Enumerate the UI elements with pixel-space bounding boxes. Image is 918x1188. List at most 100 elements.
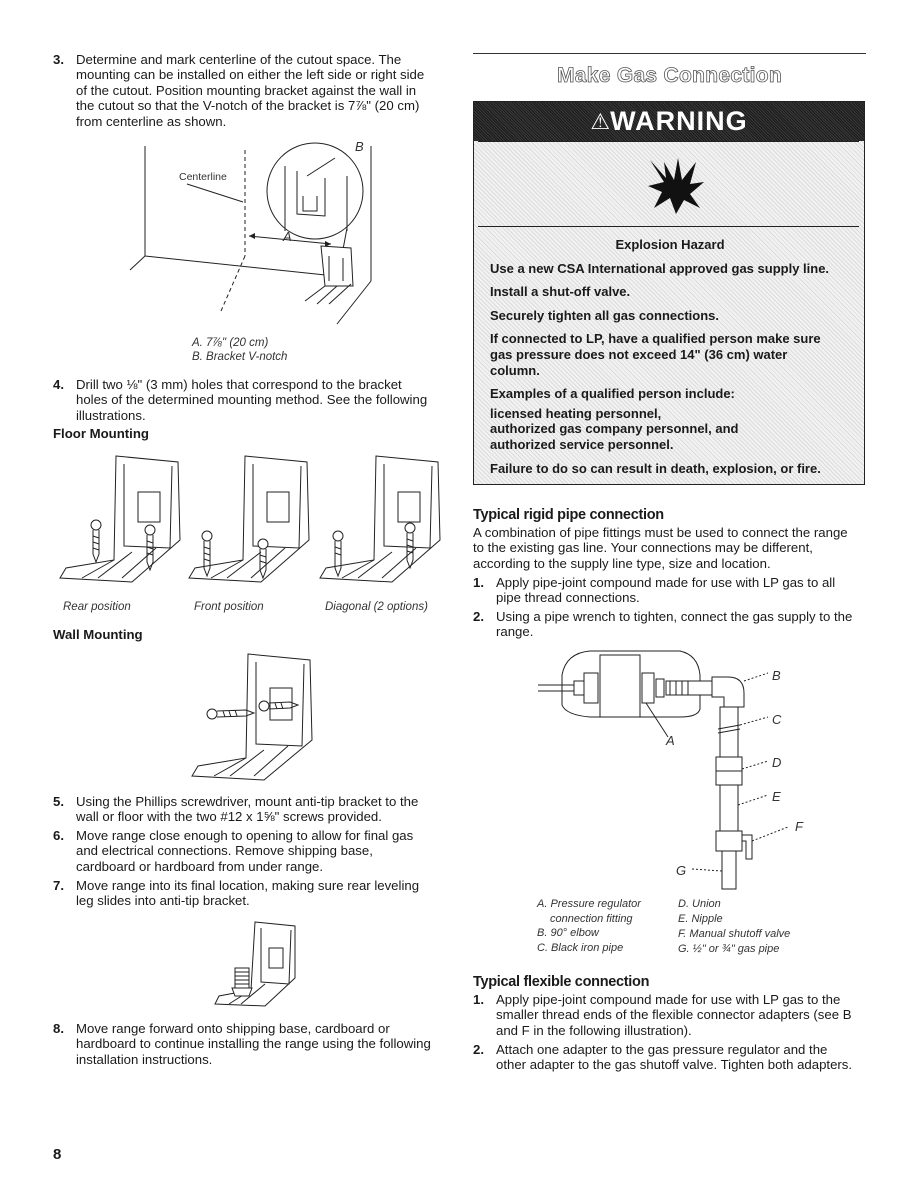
- step-line: cardboard or hardboard from under range.: [76, 858, 324, 874]
- page-number: 8: [53, 1146, 62, 1163]
- diagram-label-d: D: [772, 755, 782, 770]
- warning-header: ⚠WARNING: [474, 102, 864, 141]
- centerline-illustration: [129, 142, 372, 325]
- diagram-captions-left: A. Pressure regulator connection fitting…: [537, 897, 641, 955]
- caption-line: C. Black iron pipe: [537, 941, 624, 954]
- warning-line: Failure to do so can result in death, ex…: [490, 461, 850, 477]
- intro-line: A combination of pipe fittings must be u…: [473, 525, 848, 540]
- step-line: Using a pipe wrench to tighten, connect …: [496, 609, 853, 624]
- leveling-leg-illustration: [214, 921, 296, 1007]
- floor-caption-diagonal: Diagonal (2 options): [325, 601, 428, 613]
- warning-line: Examples of a qualified person include:: [490, 386, 850, 402]
- warning-line: licensed heating personnel, authorized g…: [490, 406, 850, 453]
- warning-hazard: Explosion Hazard: [615, 237, 725, 252]
- warning-line: Securely tighten all gas connections.: [490, 308, 850, 324]
- step-line: illustrations.: [76, 407, 146, 423]
- warning-triangle-icon: ⚠: [590, 109, 611, 134]
- caption-line: G. ½" or ¾" gas pipe: [678, 943, 780, 955]
- floor-mounting-heading: Floor Mounting: [53, 426, 149, 441]
- warning-text: authorized gas company personnel, and: [490, 421, 739, 437]
- warning-text: Securely tighten all gas connections.: [490, 307, 720, 323]
- warning-text: gas pressure does not exceed 14" (36 cm)…: [490, 346, 788, 362]
- step-line: Determine and mark centerline of the cut…: [76, 52, 402, 67]
- diagram-label-c: C: [772, 712, 782, 727]
- intro-line: according to the supply line type, size …: [473, 555, 771, 571]
- warning-text: Failure to do so can result in death, ex…: [490, 460, 821, 476]
- caption-line: D. Union: [678, 898, 721, 910]
- step-number: 7.: [53, 878, 64, 893]
- step-line: hardboard to continue installing the ran…: [76, 1036, 431, 1052]
- step-line: Apply pipe-joint compound made for use w…: [496, 575, 836, 590]
- bracket-rear-position-illustration: [59, 455, 181, 583]
- step-line: and electrical connections. Remove shipp…: [76, 843, 373, 859]
- flexible-connection-heading: Typical flexible connection: [473, 974, 650, 990]
- caption-line: A. Pressure regulator: [537, 898, 641, 910]
- diagram-label-g: G: [676, 863, 687, 878]
- diagram-label-f: F: [795, 819, 803, 834]
- diagram-label-a: A: [666, 733, 675, 748]
- step-line: other adapter to the gas shutoff valve. …: [496, 1057, 853, 1073]
- bracket-front-position-illustration: [188, 455, 310, 583]
- caption-line: B. 90° elbow: [537, 927, 599, 939]
- warning-icon-area: [478, 141, 859, 227]
- bracket-diagonal-position-illustration: [319, 455, 441, 583]
- warning-line: Install a shut-off valve.: [490, 284, 850, 300]
- diagram-label-b: B: [772, 668, 781, 683]
- section-rule: [473, 53, 866, 54]
- step-number: 5.: [53, 794, 64, 809]
- floor-caption-rear: Rear position: [63, 601, 131, 613]
- caption-line: E. Nipple: [678, 913, 723, 925]
- step-number: 8.: [53, 1021, 64, 1036]
- step-line: pipe thread connections.: [496, 590, 640, 606]
- step-line: mounting can be installed on either the …: [76, 67, 425, 83]
- step-number: 6.: [53, 828, 64, 843]
- warning-text: If connected to LP, have a qualified per…: [490, 331, 821, 347]
- centerline-label: Centerline: [179, 171, 227, 183]
- step-line: Attach one adapter to the gas pressure r…: [496, 1042, 828, 1057]
- explosion-icon: [648, 158, 704, 214]
- step-number: 1.: [473, 575, 484, 590]
- warning-text: licensed heating personnel,: [490, 405, 662, 421]
- step-line: smaller thread ends of the flexible conn…: [496, 1007, 852, 1023]
- step-line: the cutout so that the V-notch of the br…: [76, 98, 420, 114]
- warning-text: authorized service personnel.: [490, 436, 674, 452]
- step-line: range.: [496, 624, 534, 640]
- step-line: Move range forward onto shipping base, c…: [76, 1021, 390, 1036]
- figure-caption-b: B. Bracket V-notch: [192, 351, 288, 363]
- warning-line: Use a new CSA International approved gas…: [490, 261, 850, 277]
- floor-caption-front: Front position: [194, 601, 264, 613]
- caption-line: connection fitting: [550, 912, 633, 925]
- figure-label-a: A: [283, 229, 292, 244]
- intro-line: to the existing gas line. Your connectio…: [473, 540, 813, 556]
- caption-line: F. Manual shutoff valve: [678, 928, 791, 940]
- figure-label-b: B: [355, 139, 364, 154]
- step-line: Apply pipe-joint compound made for use w…: [496, 992, 841, 1007]
- warning-text: Install a shut-off valve.: [490, 284, 631, 300]
- warning-line: If connected to LP, have a qualified per…: [490, 331, 850, 378]
- step-number: 2.: [473, 609, 484, 624]
- step-line: holes of the determined mounting method.…: [76, 392, 428, 408]
- step-line: from centerline as shown.: [76, 113, 227, 129]
- section-title: Make Gas Connection: [556, 64, 783, 88]
- rigid-connection-heading: Typical rigid pipe connection: [473, 507, 664, 523]
- step-number: 4.: [53, 377, 64, 392]
- step-line: of the cutout. Position mounting bracket…: [76, 82, 417, 98]
- step-line: Drill two ⅛" (3 mm) holes that correspon…: [76, 377, 402, 392]
- warning-text: Examples of a qualified person include:: [490, 386, 735, 402]
- rigid-connection-intro: A combination of pipe fittings must be u…: [473, 525, 873, 571]
- diagram-label-e: E: [772, 789, 781, 804]
- step-line: leg slides into anti-tip bracket.: [76, 893, 250, 909]
- step-line: and F in the following illustration).: [496, 1022, 692, 1038]
- warning-text-area: Explosion Hazard Use a new CSA Internati…: [490, 237, 850, 476]
- warning-text: Use a new CSA International approved gas…: [490, 260, 830, 276]
- step-line: installation instructions.: [76, 1051, 213, 1067]
- wall-mounting-heading: Wall Mounting: [53, 627, 143, 642]
- step-number: 1.: [473, 992, 484, 1007]
- warning-box: ⚠WARNING Explosion Hazard Use a new CSA …: [473, 101, 865, 485]
- diagram-captions-right: D. Union E. Nipple F. Manual shutoff val…: [678, 897, 790, 957]
- figure-caption-a: A. 7⅞" (20 cm): [192, 337, 269, 349]
- warning-text: column.: [490, 362, 540, 378]
- step-line: wall or floor with the two #12 x 1⅝" scr…: [76, 809, 382, 825]
- rigid-pipe-diagram: [538, 650, 789, 890]
- step-number: 3.: [53, 52, 64, 67]
